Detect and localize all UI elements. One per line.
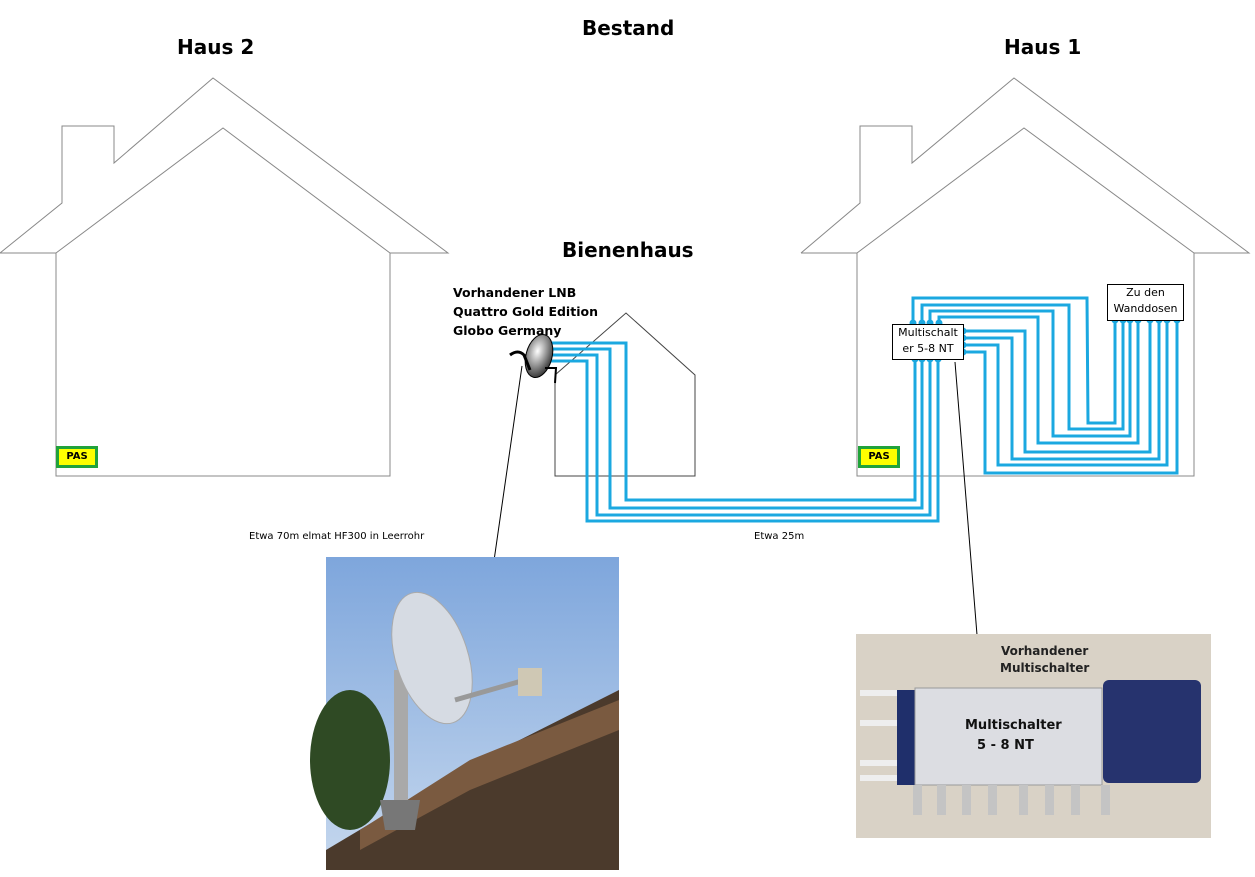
caption-line: Multischalter <box>1000 661 1090 675</box>
label-bienenhaus: Bienenhaus <box>562 238 694 262</box>
satellite-dish-icon <box>509 333 558 384</box>
device-text-line: 5 - 8 NT <box>977 738 1034 753</box>
pas-badge-haus-1: PAS <box>858 446 900 468</box>
diagram-title: Bestand <box>582 16 675 40</box>
wall-outlets-box-line: Wanddosen <box>1113 302 1178 315</box>
pas-badge-haus-2: PAS <box>56 446 98 468</box>
photo-satellite-dish <box>310 557 619 870</box>
device-text-line: Multischalter <box>965 718 1062 733</box>
leader-line-multiswitch <box>954 361 981 673</box>
bienenhaus-outline <box>554 312 696 477</box>
label-haus-2: Haus 2 <box>177 35 255 59</box>
photo-multiswitch-device-text: Multischalter 5 - 8 NT <box>965 716 1062 756</box>
wall-outlets-box: Zu den Wanddosen <box>1107 284 1184 321</box>
cable-label-right: Etwa 25m <box>754 531 805 542</box>
multiswitch-box: Multischalt er 5-8 NT <box>892 324 964 360</box>
label-haus-1: Haus 1 <box>1004 35 1082 59</box>
cable-label-left: Etwa 70m elmat HF300 in Leerrohr <box>249 531 425 542</box>
lnb-label: Vorhandener LNB Quattro Gold Edition Glo… <box>453 283 598 340</box>
multiswitch-box-line: Multischalt <box>898 326 958 339</box>
cables-lnb-to-multiswitch <box>550 341 940 523</box>
house-1-outline <box>800 77 1251 477</box>
wall-outlets-box-line: Zu den <box>1126 286 1165 299</box>
photo-multiswitch-caption: Vorhandener Multischalter <box>1000 643 1089 677</box>
lnb-label-line: Vorhandener LNB <box>453 285 577 300</box>
house-2-outline <box>0 77 450 477</box>
multiswitch-box-line: er 5-8 NT <box>902 342 954 355</box>
lnb-label-line: Globo Germany <box>453 323 562 338</box>
lnb-label-line: Quattro Gold Edition <box>453 304 598 319</box>
cables-multiswitch-to-outlets <box>911 296 1179 475</box>
caption-line: Vorhandener <box>1000 644 1089 658</box>
photo-multiswitch <box>856 634 1211 838</box>
